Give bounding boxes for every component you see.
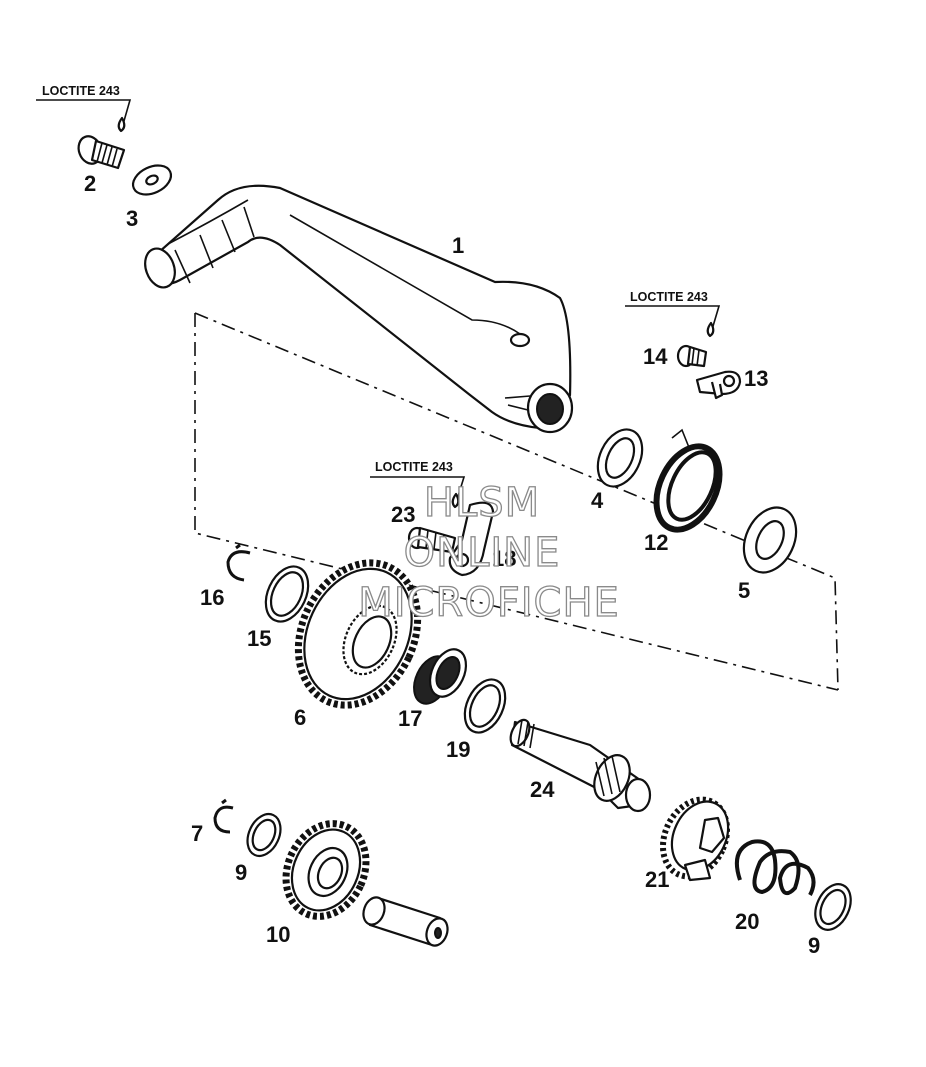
part-kickstart-lever: [144, 184, 574, 434]
svg-text:MICROFICHE: MICROFICHE: [358, 580, 620, 626]
part-washer-5: [742, 506, 798, 574]
label-6: 6: [294, 705, 306, 730]
label-2: 2: [84, 171, 96, 196]
part-bracket: [695, 370, 742, 400]
label-15: 15: [247, 626, 271, 651]
part-washer-9-right: [814, 883, 852, 931]
label-9-right: 9: [808, 933, 820, 958]
assembly-guide-lines: [194, 312, 839, 691]
part-washer-15: [264, 565, 310, 623]
label-16: 16: [200, 585, 224, 610]
part-idler-gear-10: [282, 820, 370, 920]
watermark: HLSM ONLINE MICROFICHE: [358, 479, 620, 626]
part-screw: [77, 135, 126, 170]
label-18: 18: [492, 546, 516, 571]
part-washer-4: [596, 428, 644, 488]
loctite-note-2: LOCTITE 243: [625, 290, 721, 338]
part-washer-19: [463, 678, 507, 734]
label-9-left: 9: [235, 860, 247, 885]
part-ratchet-pawl-18: [448, 501, 495, 577]
svg-text:LOCTITE 243: LOCTITE 243: [375, 460, 453, 474]
label-24: 24: [530, 777, 555, 802]
svg-text:LOCTITE 243: LOCTITE 243: [630, 290, 708, 304]
label-5: 5: [738, 578, 750, 603]
label-13: 13: [744, 366, 768, 391]
svg-text:LOCTITE 243: LOCTITE 243: [42, 84, 120, 98]
part-bolt-small: [676, 344, 708, 368]
loctite-note-1: LOCTITE 243: [36, 84, 132, 133]
part-ratchet-gear-21: [659, 796, 731, 882]
part-kickstart-shaft-24: [509, 718, 652, 813]
part-bushing-17: [413, 648, 468, 705]
label-17: 17: [398, 706, 422, 731]
label-23: 23: [391, 502, 415, 527]
loctite-note-3: LOCTITE 243: [370, 460, 466, 509]
label-21: 21: [645, 867, 669, 892]
part-circlip-7: [213, 798, 234, 834]
part-coil-spring-20: [735, 839, 816, 896]
part-number-labels: 1 2 3 14 13 4 12 5 23 18 16 15 6 17 19 2…: [84, 171, 820, 958]
svg-text:ONLINE: ONLINE: [404, 530, 561, 576]
part-large-gear-6: [294, 559, 422, 709]
part-washer-9-left: [246, 812, 282, 858]
label-7: 7: [191, 821, 203, 846]
label-20: 20: [735, 909, 759, 934]
part-washer-top: [131, 164, 173, 196]
label-4: 4: [591, 488, 604, 513]
part-screw-23: [407, 526, 457, 554]
label-3: 3: [126, 206, 138, 231]
label-14: 14: [643, 344, 668, 369]
label-10: 10: [266, 922, 290, 947]
label-19: 19: [446, 737, 470, 762]
label-12: 12: [644, 530, 668, 555]
part-circlip-16: [226, 543, 251, 582]
part-pin: [362, 896, 449, 947]
label-1: 1: [452, 233, 464, 258]
svg-text:HLSM: HLSM: [424, 480, 540, 526]
part-coil-spring-12: [653, 428, 723, 533]
